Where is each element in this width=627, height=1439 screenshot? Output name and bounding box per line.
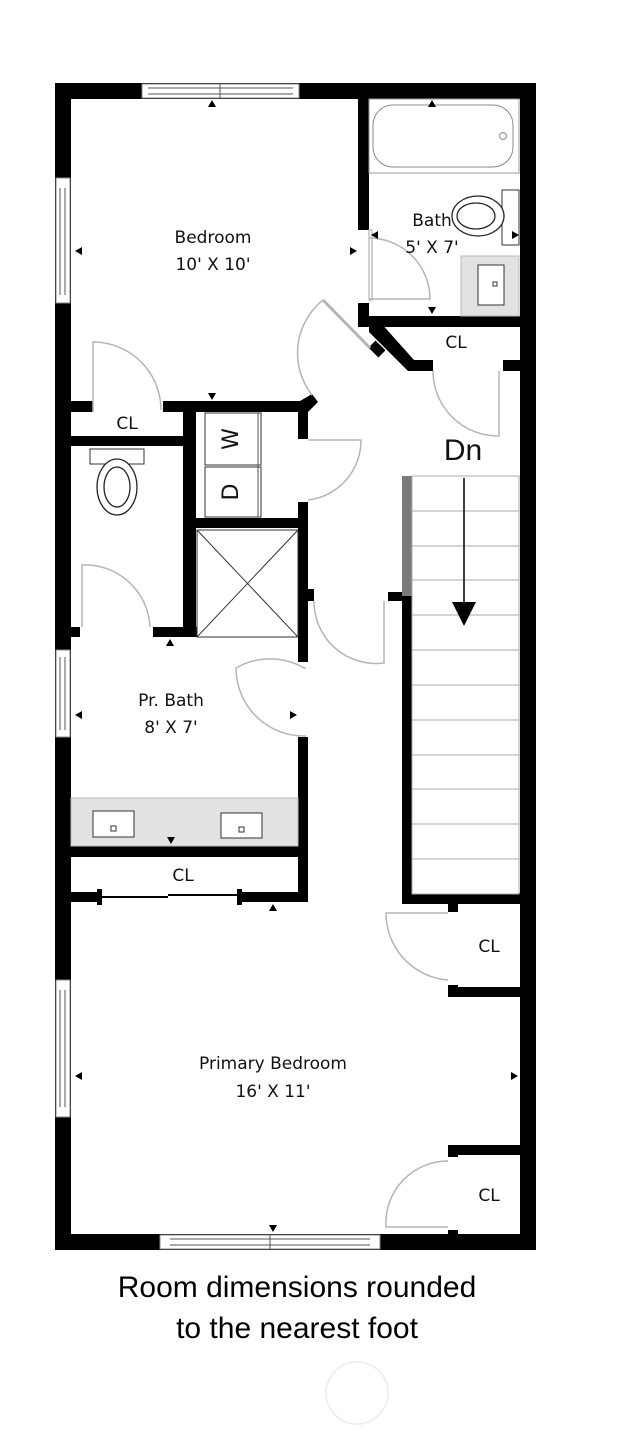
closet-label-primary-lower: CL <box>478 1186 500 1206</box>
dryer-label: D <box>219 484 244 501</box>
room-dims-bath: 5' X 7' <box>405 238 458 258</box>
pr-bath-toilet <box>89 448 145 516</box>
footnote-line-2: to the nearest foot <box>176 1312 418 1345</box>
windows <box>55 83 381 1250</box>
washer-dryer <box>204 412 262 518</box>
bathtub <box>368 98 520 174</box>
sliding-door <box>102 894 237 898</box>
closet-label-hall: CL <box>445 333 467 353</box>
room-dims-primary-bedroom: 16' X 11' <box>235 1082 310 1102</box>
doors <box>81 229 500 1228</box>
toilet <box>451 189 520 246</box>
bath-vanity <box>460 255 520 317</box>
staircase <box>411 475 520 895</box>
watermark-icon <box>325 1361 389 1425</box>
room-name-bath: Bath <box>412 211 452 231</box>
room-name-pr-bath: Pr. Bath <box>138 691 204 711</box>
dimension-markers <box>75 100 519 1232</box>
room-dims-bedroom: 10' X 10' <box>175 255 250 275</box>
closet-label-pr-bath: CL <box>172 866 194 886</box>
stairs-down-label: Dn <box>444 434 482 467</box>
footnote-line-1: Room dimensions rounded <box>118 1271 477 1304</box>
interior-walls <box>55 95 524 1236</box>
stair-railing <box>402 476 412 596</box>
room-name-primary-bedroom: Primary Bedroom <box>199 1054 347 1074</box>
closet-label-bedroom: CL <box>116 414 138 434</box>
room-name-bedroom: Bedroom <box>175 228 252 248</box>
room-dims-pr-bath: 8' X 7' <box>144 718 197 738</box>
closet-label-primary-upper: CL <box>478 937 500 957</box>
double-vanity <box>70 797 299 847</box>
shower <box>196 529 299 638</box>
washer-label: W <box>219 428 244 450</box>
arrow-down-icon <box>452 602 476 626</box>
